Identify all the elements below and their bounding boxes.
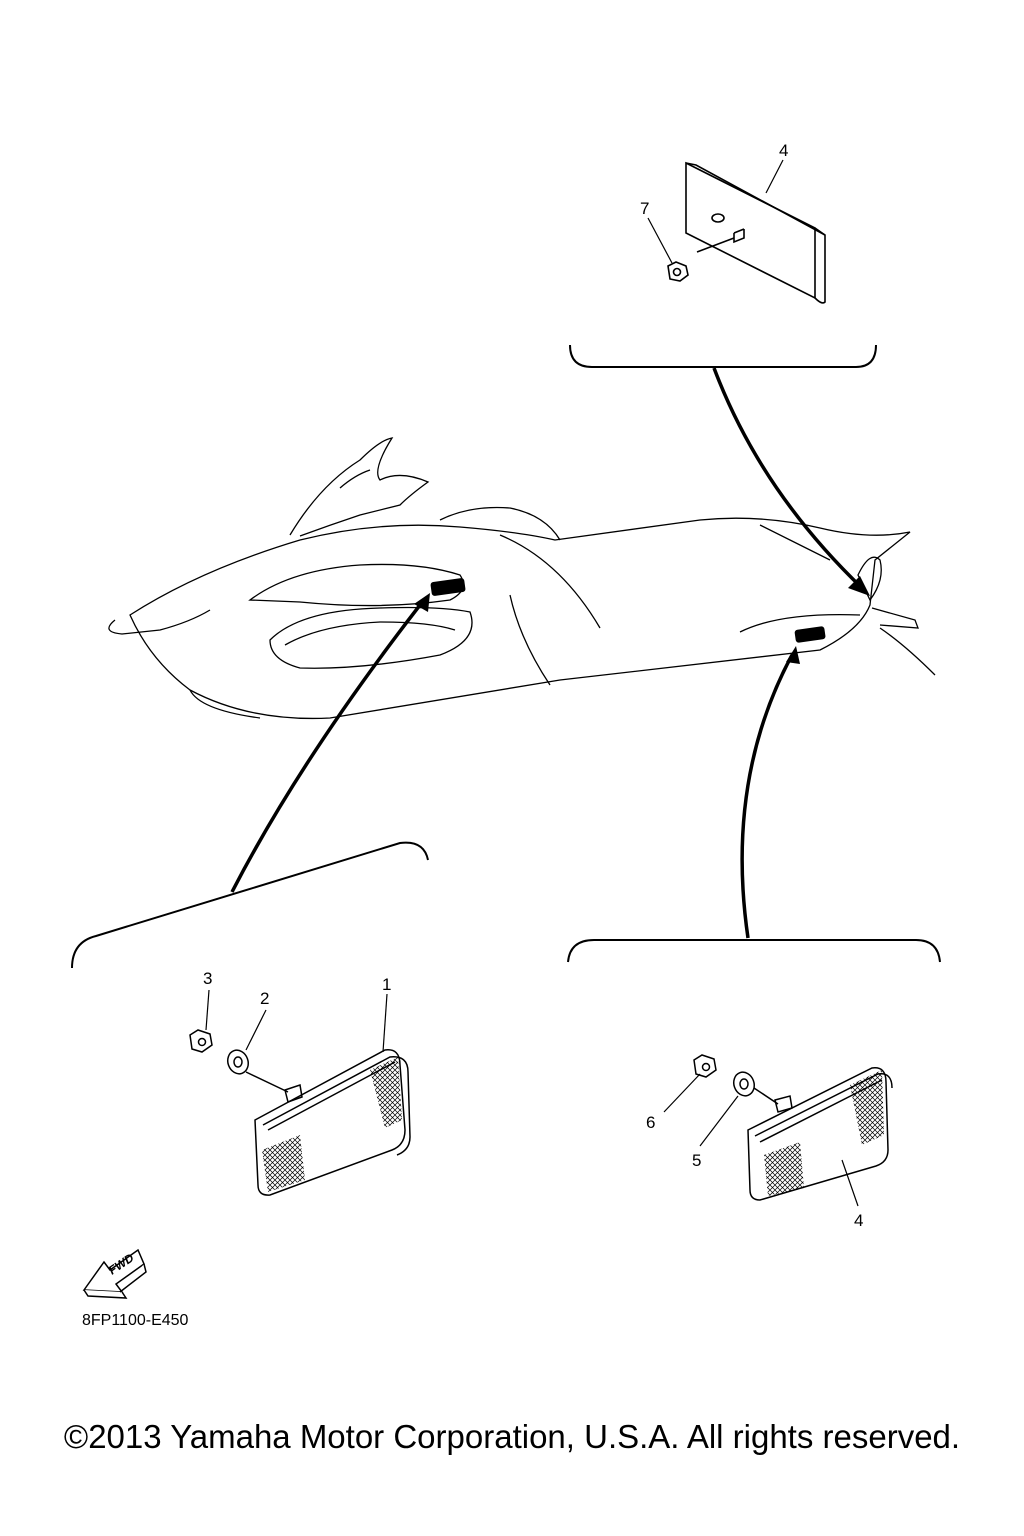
left-detail-group [71,841,429,1196]
leader-arrows [230,367,864,939]
callout-right-reflector: 4 [854,1211,863,1230]
callout-left-nut: 3 [203,969,212,988]
right-detail-bracket [567,939,941,963]
left-leader-1 [382,993,388,1053]
copyright-notice: ©2013 Yamaha Motor Corporation, U.S.A. A… [63,1418,961,1455]
callout-top-nut: 7 [640,199,649,218]
top-nut-7 [647,217,689,282]
callout-right-nut: 6 [646,1113,655,1132]
callout-top-reflector: 4 [779,141,788,160]
top-detail-group [569,159,877,368]
arrow-right-to-rear [740,654,794,939]
snowmobile-outline [108,437,936,720]
top-detail-bracket [569,344,877,368]
left-detail-bracket [71,841,429,969]
arrow-heads [414,576,870,664]
diagram-part-code: 8FP1100-E450 [82,1312,189,1329]
left-washer-2 [226,1009,267,1075]
front-reflector-marker [430,578,466,596]
right-detail-group [567,939,941,1207]
callout-right-washer: 5 [692,1151,701,1170]
right-reflector-4 [747,1067,893,1201]
right-washer-5 [699,1071,756,1147]
rear-reflector-marker [794,626,826,643]
right-nut-6 [663,1054,717,1113]
top-reflector-plate [685,161,826,304]
left-nut-3 [189,989,213,1053]
arrow-left-to-front [230,603,422,893]
right-leader-4 [841,1159,859,1207]
callout-left-washer: 2 [260,989,269,1008]
top-leader-4 [765,159,784,194]
fwd-arrow-icon: FWD [82,1248,147,1299]
left-reflector-1 [245,1049,411,1196]
arrow-top-to-tail [712,367,864,590]
callout-left-reflector: 1 [382,975,391,994]
